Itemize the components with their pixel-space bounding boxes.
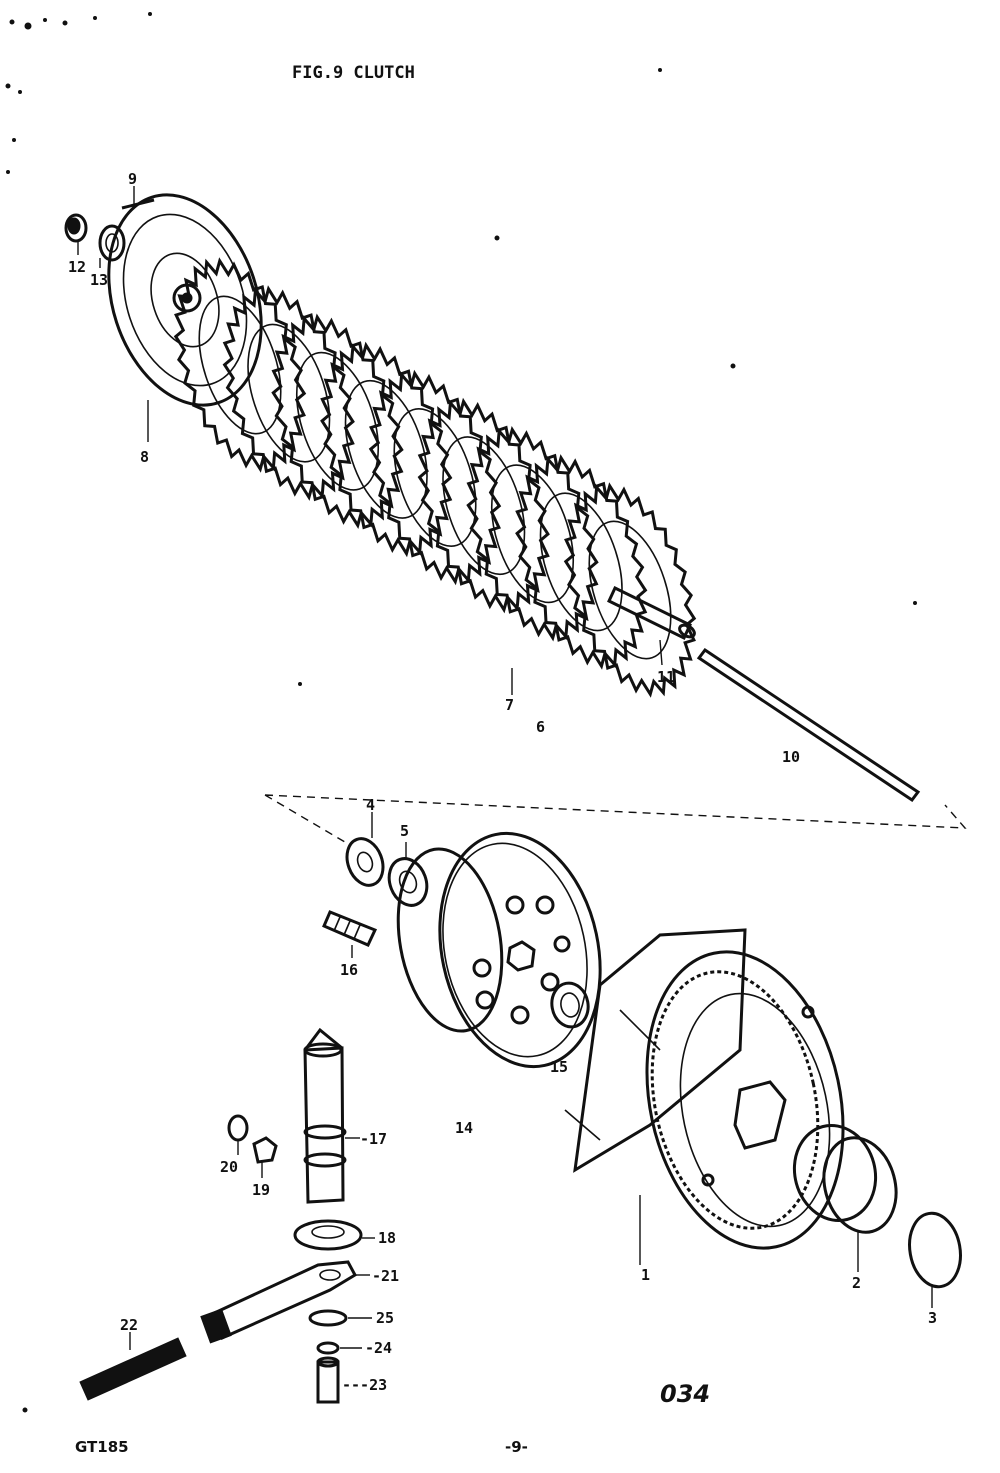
driven-plate-7 [515, 454, 648, 670]
clutch-disc-stack [173, 257, 697, 698]
release-camshaft-17 [303, 1027, 347, 1204]
callout-9: 9 [128, 170, 137, 188]
spring-22 [79, 1337, 187, 1401]
callout-5: 5 [400, 822, 409, 840]
nut-12 [64, 213, 88, 243]
disc-inner-ring [588, 520, 672, 660]
callout-6: 6 [536, 718, 545, 736]
washer-25 [308, 1309, 348, 1327]
disc-outline [515, 454, 648, 670]
callout-12: 12 [68, 258, 86, 276]
callout-7: 7 [505, 696, 514, 714]
bolt-23 [316, 1356, 340, 1404]
explode-line [264, 794, 967, 846]
pin-9 [121, 198, 155, 210]
disc-inner-ring [539, 492, 623, 632]
disc-inner-ring [247, 323, 331, 463]
driven-plate-7 [417, 397, 550, 614]
callout-17: -17 [360, 1130, 387, 1148]
drive-plate-6 [173, 257, 307, 473]
callout-4: 4 [366, 796, 375, 814]
callout-10: 10 [782, 748, 800, 766]
plate-code: 034 [660, 1380, 710, 1408]
callout-16: 16 [340, 961, 358, 979]
spring-16 [322, 910, 378, 947]
drive-plate-6 [368, 369, 502, 586]
disc-inner-ring [344, 379, 428, 519]
callout-24: -24 [365, 1339, 392, 1357]
callout-labels: 1 2 3 4 5 6 7 8 9 10 11 12 13 14 15 16 -… [68, 170, 937, 1394]
disc-inner-ring [393, 408, 477, 547]
disc-outline [368, 369, 502, 586]
disc-outline [417, 397, 550, 614]
callout-13: 13 [90, 271, 108, 289]
leader-lines [77, 186, 933, 1350]
callout-21: -21 [372, 1267, 399, 1285]
scan-noise [5, 12, 917, 1413]
callout-25: 25 [376, 1309, 394, 1327]
disc-outline [271, 313, 404, 529]
disc-inner-ring [296, 351, 379, 491]
callout-23: ---23 [342, 1376, 387, 1394]
pressure-plate [107, 193, 263, 407]
washer-24 [316, 1341, 340, 1355]
callout-19: 19 [252, 1181, 270, 1199]
disc-outline [563, 482, 697, 698]
page-number: -9- [505, 1438, 528, 1456]
disc-outline [173, 257, 307, 473]
drive-plate-6 [563, 482, 697, 698]
figure-title: FIG.9 CLUTCH [292, 63, 415, 83]
driven-plate-7 [320, 341, 453, 558]
disc-outline [466, 426, 599, 642]
callout-14: 14 [455, 1119, 473, 1137]
callout-15: 15 [550, 1058, 568, 1076]
callout-18: 18 [378, 1229, 396, 1247]
drive-plate-6 [466, 426, 599, 642]
circlip-3 [908, 1211, 962, 1289]
disc-inner-ring [198, 295, 282, 435]
thrust-washer-15 [550, 981, 590, 1029]
oil-seal-18 [293, 1219, 363, 1251]
callout-1: 1 [641, 1266, 650, 1284]
primary-driven-gear-1 [564, 928, 845, 1250]
lock-washer-5 [387, 857, 429, 907]
model-label: GT185 [75, 1438, 129, 1456]
disc-inner-ring [442, 436, 526, 576]
driven-plate-7 [222, 285, 355, 501]
disc-outline [320, 341, 453, 558]
callout-11: 11 [657, 668, 675, 686]
disc-inner-ring [491, 464, 574, 604]
callout-20: 20 [220, 1158, 238, 1176]
push-rod-11 [607, 585, 696, 641]
callout-22: 22 [120, 1316, 138, 1334]
screw-19 [252, 1136, 278, 1164]
spacer-2 [792, 1123, 898, 1234]
bearing-13 [98, 224, 126, 262]
callout-3: 3 [928, 1309, 937, 1327]
washer-20 [227, 1114, 249, 1142]
drive-plate-6 [271, 313, 404, 529]
release-lever-21 [200, 1260, 357, 1344]
push-rod-10 [696, 647, 921, 803]
clutch-sleeve-hub-14 [396, 831, 602, 1069]
callout-8: 8 [140, 448, 149, 466]
disc-outline [222, 285, 355, 501]
washer-4 [345, 837, 385, 887]
callout-2: 2 [852, 1274, 861, 1292]
